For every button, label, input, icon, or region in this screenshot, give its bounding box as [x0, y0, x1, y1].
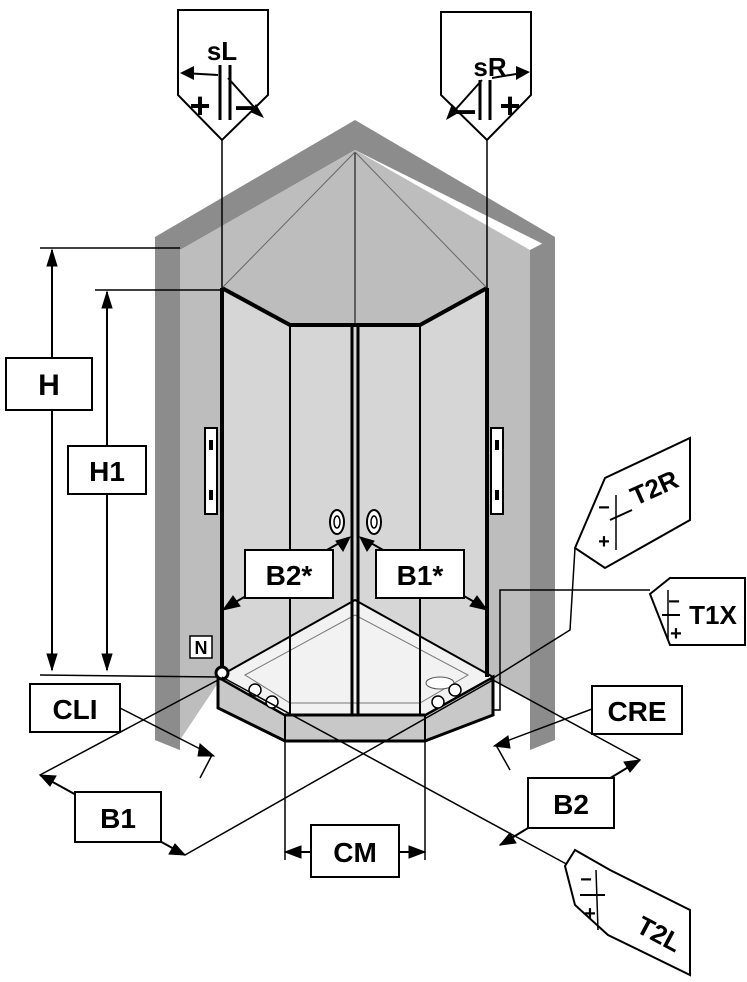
- sL-plus: +: [189, 85, 210, 126]
- cli-cre-dimensions: [119, 705, 601, 779]
- label-box-B1-star: [375, 549, 465, 599]
- sR-plus: +: [499, 85, 520, 126]
- door-handles: [329, 509, 382, 535]
- label-B2-star: B2*: [266, 560, 313, 591]
- T1X-minus: −: [668, 591, 680, 613]
- label-box-B1: [74, 791, 162, 843]
- label-sR: sR: [473, 52, 506, 82]
- label-box-B2: [527, 777, 615, 829]
- label-CRE: CRE: [607, 696, 666, 727]
- T2L-tag: T2L − +: [221, 676, 691, 977]
- wall-brackets: [204, 427, 504, 515]
- label-box-CLI: [29, 683, 121, 733]
- T2R-tag: T2R − +: [489, 436, 691, 681]
- left-wall-edge-bottom: [155, 740, 180, 750]
- T2L-plus: +: [584, 903, 596, 925]
- sL-tag: sL + −: [177, 9, 269, 290]
- tray-top: [215, 598, 496, 716]
- shower-tray: [215, 598, 496, 743]
- label-box-H: [5, 357, 93, 411]
- tray-drain: [425, 676, 455, 690]
- label-B1: B1: [100, 803, 136, 834]
- n-point: [214, 665, 230, 681]
- enclosure: [220, 151, 489, 717]
- label-H: H: [38, 369, 60, 402]
- T1X-tag: T1X − +: [492, 577, 746, 711]
- label-B1-star: B1*: [397, 560, 444, 591]
- label-sL: sL: [207, 36, 237, 66]
- sL-minus: −: [234, 87, 255, 128]
- label-B2: B2: [553, 789, 589, 820]
- T2R-minus: −: [598, 497, 610, 519]
- label-T1X: T1X: [689, 600, 737, 630]
- label-box-B2-star: [244, 549, 334, 599]
- label-H1: H1: [89, 456, 125, 487]
- T2L-minus: −: [580, 869, 592, 891]
- label-box-H1: [67, 445, 147, 495]
- label-box-N: [189, 635, 213, 659]
- T1X-plus: +: [670, 623, 682, 645]
- label-box-CM: [310, 824, 400, 878]
- T2R-plus: +: [598, 531, 610, 553]
- sR-minus: −: [455, 91, 476, 132]
- label-N: N: [195, 638, 208, 658]
- height-dimensions: [39, 247, 222, 678]
- label-box-CRE: [591, 685, 683, 735]
- label-CM: CM: [333, 837, 377, 868]
- sR-tag: sR − +: [440, 11, 532, 290]
- right-wall-edge: [530, 237, 555, 750]
- label-CLI: CLI: [52, 694, 97, 725]
